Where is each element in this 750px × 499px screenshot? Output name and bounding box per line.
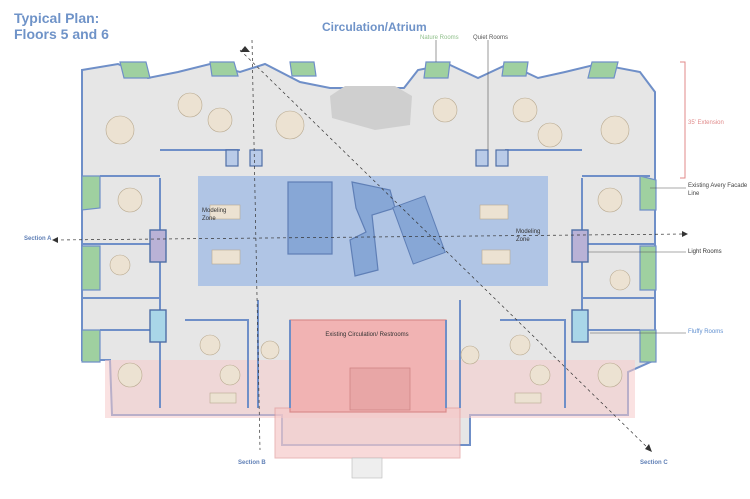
section-lines bbox=[54, 39, 686, 451]
page-title: Typical Plan: Floors 5 and 6 bbox=[14, 10, 109, 42]
extension-bracket bbox=[680, 61, 686, 179]
atrium-stair bbox=[349, 181, 396, 277]
section-a-label: Section A bbox=[24, 236, 52, 242]
modeling-zone-left-label: Modeling Zone bbox=[202, 208, 227, 222]
section-arrows bbox=[52, 46, 688, 452]
furniture bbox=[105, 92, 631, 404]
shadow-mass bbox=[330, 86, 412, 130]
title-line-1: Typical Plan: bbox=[14, 10, 100, 26]
facade-line-label: Existing Avery Facade Line bbox=[688, 183, 748, 197]
atrium-label: Circulation/Atrium bbox=[322, 20, 427, 34]
lower-extension bbox=[274, 407, 461, 459]
atrium-core bbox=[287, 181, 333, 255]
quiet-rooms bbox=[225, 149, 509, 167]
extension-label: 35' Extension bbox=[688, 120, 724, 126]
fluffy-rooms bbox=[149, 309, 589, 343]
light-rooms bbox=[149, 229, 589, 263]
callout-lines bbox=[435, 40, 686, 334]
quiet-rooms-label: Quiet Rooms bbox=[473, 35, 509, 41]
fluffy-rooms-label: Fluffy Rooms bbox=[688, 329, 724, 335]
section-b-label: Section B bbox=[238, 460, 266, 466]
nature-rooms bbox=[81, 61, 657, 363]
existing-circulation-label: Existing Circulation/ Restrooms bbox=[325, 332, 409, 338]
stair-stub bbox=[351, 457, 383, 479]
light-rooms-label: Light Rooms bbox=[688, 249, 722, 255]
restroom-stair bbox=[349, 367, 411, 411]
atrium-stair-right bbox=[392, 195, 446, 265]
section-c-label: Section C bbox=[640, 460, 668, 466]
title-line-2: Floors 5 and 6 bbox=[14, 26, 109, 42]
nature-rooms-label: Nature Rooms bbox=[420, 35, 459, 41]
modeling-zone-right-label: Modeling Zone bbox=[516, 229, 541, 243]
